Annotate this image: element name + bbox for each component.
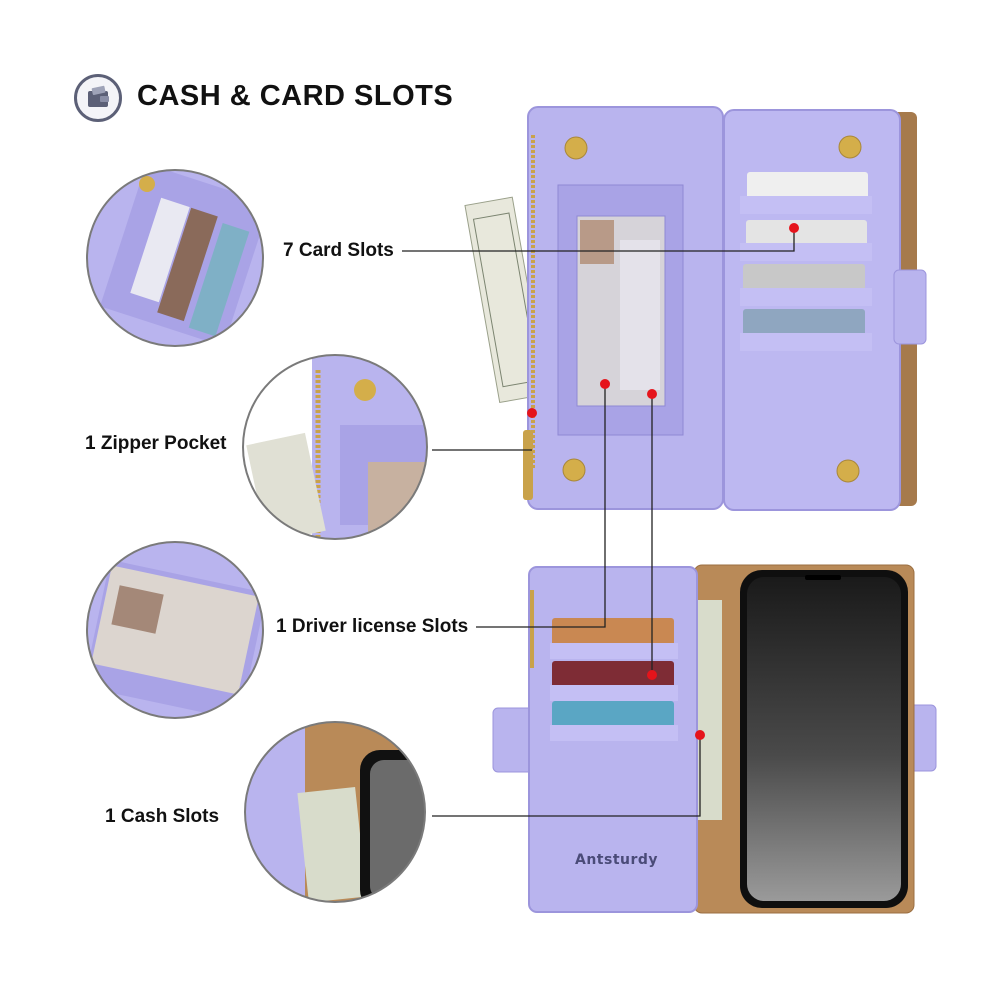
label-driver-license: 1 Driver license Slots — [276, 616, 469, 637]
label-card-slots: 7 Card Slots — [283, 240, 394, 261]
wallet-icon — [74, 74, 122, 122]
label-zipper-pocket: 1 Zipper Pocket — [85, 433, 227, 454]
zoom-zipper-pocket-frame — [242, 354, 428, 540]
leader-driver-license — [476, 384, 606, 628]
wallet-bottom-image — [492, 564, 937, 914]
brand-logo: Antsturdy — [575, 852, 659, 868]
leader-cash — [432, 735, 701, 817]
leader-card-slots — [402, 228, 795, 252]
zoom-card-slots — [87, 170, 263, 346]
leader-lines — [402, 228, 795, 817]
zoom-cash-slot — [245, 722, 425, 902]
zoom-zipper-pocket — [243, 355, 427, 539]
zoom-driver-license — [87, 542, 263, 718]
zoom-card-slots-frame — [86, 169, 264, 347]
label-cash-slots: 1 Cash Slots — [105, 806, 220, 827]
wallet-top-image — [464, 106, 927, 511]
indicator-dots — [527, 223, 799, 740]
zoom-driver-license-frame — [86, 541, 264, 719]
page-title: CASH & CARD SLOTS — [137, 80, 454, 112]
zoom-cash-slot-frame — [244, 721, 426, 903]
